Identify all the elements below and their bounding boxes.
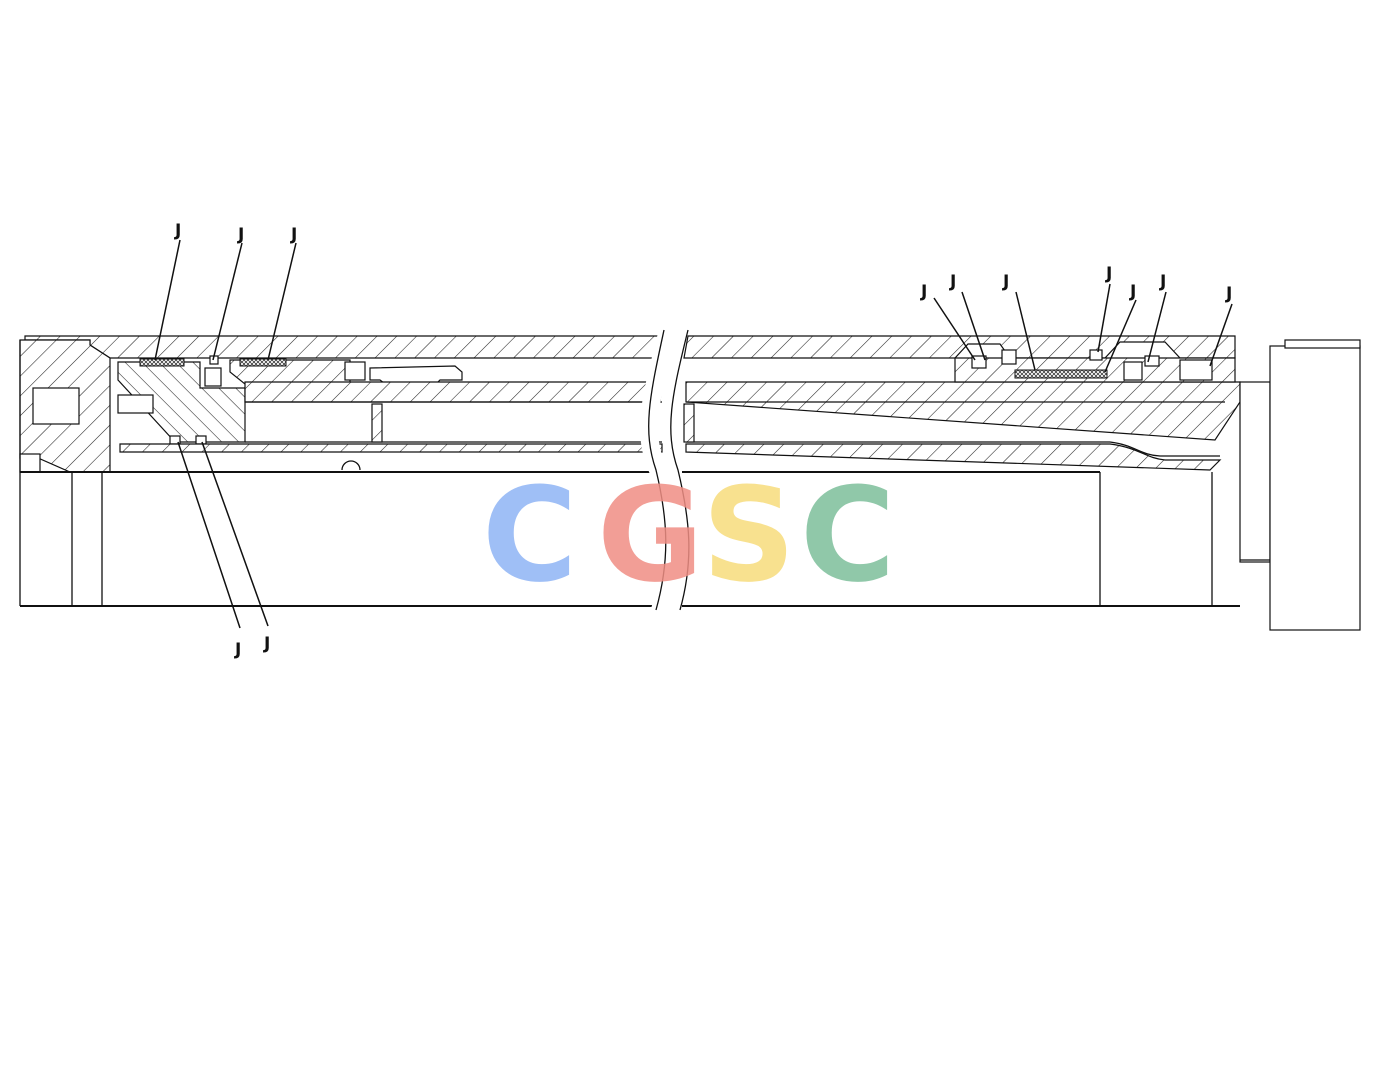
svg-text:C: C: [482, 459, 577, 611]
rod: [119, 381, 1241, 471]
break-lines: [640, 327, 690, 613]
callout-label: J: [234, 640, 241, 660]
piston: [117, 355, 463, 445]
head-end-cap: [19, 339, 111, 473]
rod-gland: [954, 349, 1236, 383]
svg-text:G: G: [597, 459, 704, 611]
callout-label: J: [949, 272, 956, 292]
callout-label: J: [1105, 264, 1112, 284]
barrel-upper-wall: [24, 335, 1236, 359]
callout-label: J: [1002, 272, 1009, 292]
rod-eye: [1239, 339, 1361, 631]
callout-label: J: [174, 221, 181, 241]
callout-label: J: [1159, 272, 1166, 292]
svg-text:C: C: [800, 459, 895, 611]
watermark-logo: C G S C: [482, 459, 895, 611]
callout-label: J: [1225, 284, 1232, 304]
callout-labels: J J J J J J J J J J J J: [174, 221, 1232, 660]
callout-label: J: [237, 225, 244, 245]
callout-label: J: [263, 634, 270, 654]
callout-label: J: [920, 282, 927, 302]
leader-lines: [154, 239, 1233, 629]
barrel-lower-outline: [19, 471, 1240, 607]
callout-label: J: [290, 225, 297, 245]
callout-label: J: [1129, 282, 1136, 302]
svg-text:S: S: [702, 459, 796, 611]
